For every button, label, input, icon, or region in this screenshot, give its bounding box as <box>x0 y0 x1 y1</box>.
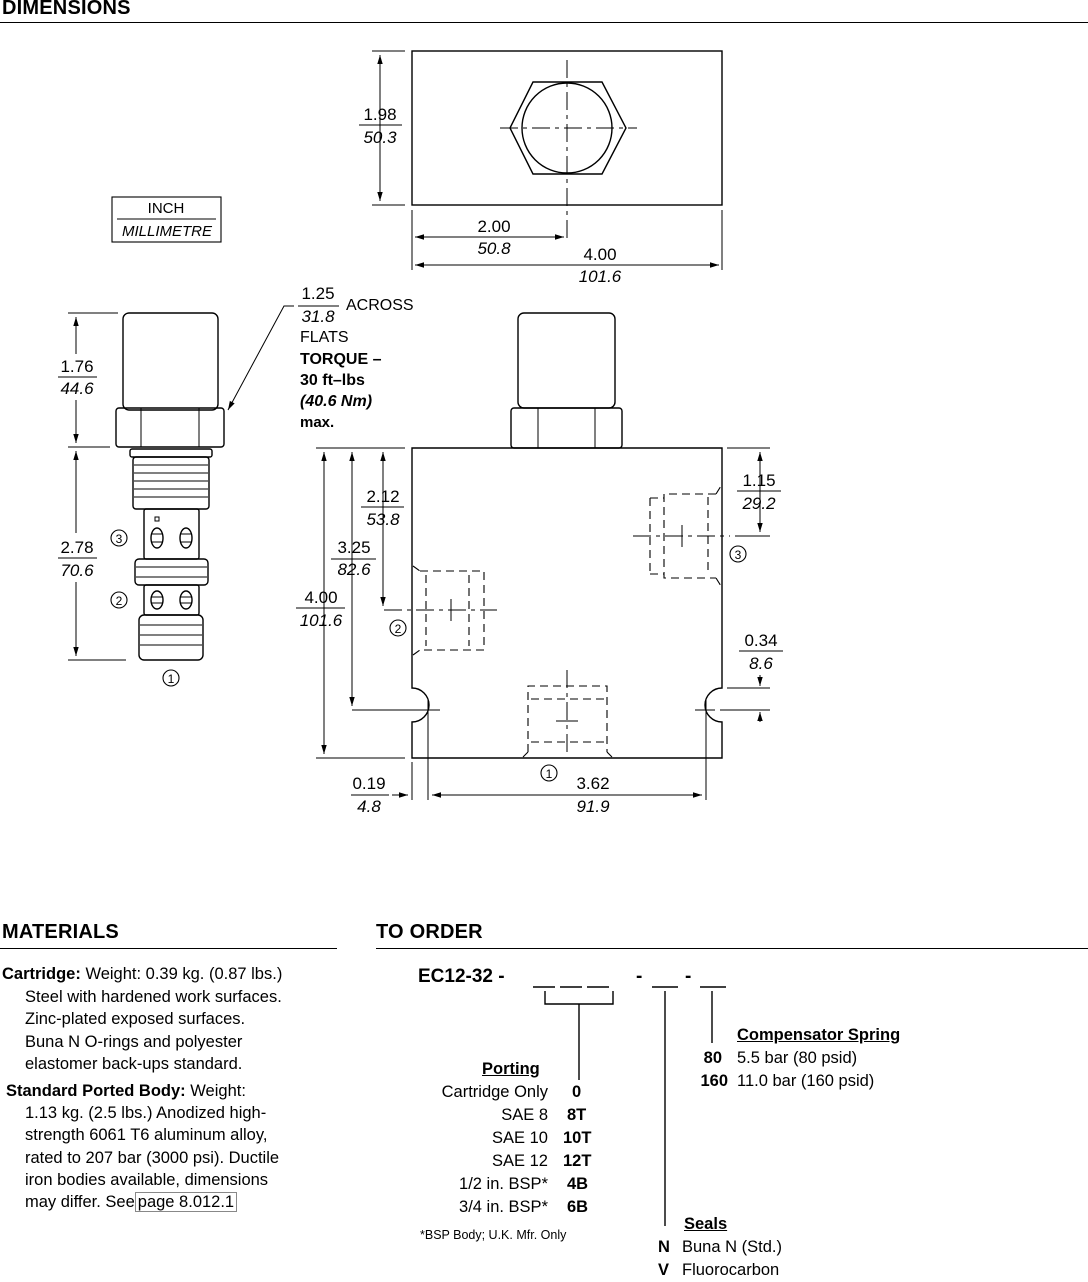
legend-inch: INCH <box>148 200 185 217</box>
seals-label-0: Buna N (Std.) <box>682 1238 782 1256</box>
model-dash-2: - <box>685 966 692 987</box>
dim-1-76-mm: 44.6 <box>60 379 94 398</box>
cartridge-material-line-4: Buna N O-rings and polyester <box>25 1033 243 1051</box>
dim-1-25-in: 1.25 <box>301 284 334 303</box>
porting-label-5: 3/4 in. BSP* <box>459 1198 548 1216</box>
cartridge-hex <box>115 407 225 448</box>
dim-4-00-front-in: 4.00 <box>304 588 337 607</box>
cartridge-material-line-5: elastomer back-ups standard. <box>25 1055 243 1073</box>
dim-1-15-in: 1.15 <box>742 471 775 490</box>
body-port-2: 2 <box>395 622 402 636</box>
body-material-line-4: rated to 207 bar (3000 psi). Ductile <box>25 1149 280 1167</box>
dim-4-00-front-mm: 101.6 <box>300 611 343 630</box>
dim-1-15-mm: 29.2 <box>741 494 776 513</box>
front-view-body <box>411 447 723 759</box>
dimensions-heading: DIMENSIONS <box>2 0 131 19</box>
cartridge-material-line-2: Steel with hardened work surfaces. <box>25 988 282 1006</box>
spring-code-1: 160 <box>700 1072 728 1090</box>
dim-3-62-mm: 91.9 <box>576 797 610 816</box>
porting-code-2: 10T <box>563 1129 592 1147</box>
porting-code-1: 8T <box>567 1106 587 1124</box>
page-link[interactable]: page 8.012.1 <box>134 1192 238 1212</box>
dim-2-00-mm: 50.8 <box>477 239 511 258</box>
torque-line-1: TORQUE – <box>300 351 382 368</box>
flats-label: FLATS <box>300 329 349 346</box>
model-dash-1: - <box>636 966 643 987</box>
to-order-heading: TO ORDER <box>376 921 483 943</box>
dim-2-78-in: 2.78 <box>60 538 93 557</box>
materials-rule <box>0 948 337 949</box>
dim-1-25-mm: 31.8 <box>301 307 335 326</box>
cartridge-cap <box>122 312 219 411</box>
dim-0-34-in: 0.34 <box>744 631 777 650</box>
porting-title: Porting <box>482 1060 540 1078</box>
spring-code-0: 80 <box>703 1049 722 1067</box>
to-order-rule <box>376 948 1088 949</box>
top-view-hex <box>509 81 627 175</box>
cartridge-material-line-1: Cartridge: Weight: 0.39 kg. (0.87 lbs.) <box>2 965 283 983</box>
torque-line-2: 30 ft–lbs <box>300 372 365 389</box>
dim-0-19-mm: 4.8 <box>357 797 381 816</box>
dim-4-00-in: 4.00 <box>583 245 616 264</box>
porting-footnote: *BSP Body; U.K. Mfr. Only <box>420 1228 567 1242</box>
porting-code-0: 0 <box>572 1083 582 1101</box>
body-material-line-3: strength 6061 T6 aluminum alloy, <box>25 1126 268 1144</box>
dim-1-76-in: 1.76 <box>60 357 93 376</box>
dim-1-98-mm: 50.3 <box>363 128 397 147</box>
cartridge-port-3: 3 <box>116 532 123 546</box>
dim-4-00-mm: 101.6 <box>579 267 622 286</box>
body-port-1: 1 <box>546 767 553 781</box>
cartridge-port-2: 2 <box>116 594 123 608</box>
dim-3-25-in: 3.25 <box>337 538 370 557</box>
seals-code-1: V <box>658 1261 670 1279</box>
porting-code-5: 6B <box>567 1198 589 1216</box>
dim-2-12-mm: 53.8 <box>366 510 400 529</box>
cartridge-port-1: 1 <box>168 672 175 686</box>
dim-0-34-mm: 8.6 <box>749 654 773 673</box>
dim-2-12-in: 2.12 <box>366 487 399 506</box>
body-material-line-2: 1.13 kg. (2.5 lbs.) Anodized high- <box>25 1104 267 1122</box>
body-material-line-5: iron bodies available, dimensions <box>25 1171 269 1189</box>
legend-millimetre: MILLIMETRE <box>122 223 213 240</box>
porting-label-4: 1/2 in. BSP* <box>459 1175 548 1193</box>
dim-0-19-in: 0.19 <box>352 774 385 793</box>
dim-2-78-mm: 70.6 <box>60 561 94 580</box>
materials-heading: MATERIALS <box>2 921 119 943</box>
dim-2-00-in: 2.00 <box>477 217 510 236</box>
spring-title: Compensator Spring <box>737 1026 901 1044</box>
seals-label-1: Fluorocarbon <box>682 1261 780 1279</box>
across-label: ACROSS <box>346 297 414 314</box>
model-code: EC12-32 - <box>418 966 505 987</box>
torque-line-4: max. <box>300 414 334 431</box>
dim-1-98-in: 1.98 <box>363 105 396 124</box>
porting-label-0: Cartridge Only <box>441 1083 548 1101</box>
dimension-drawing: 1.98 50.3 2.00 50.8 4.00 101.6 INCH MILL… <box>58 50 783 816</box>
dim-3-62-in: 3.62 <box>576 774 609 793</box>
spring-label-0: 5.5 bar (80 psid) <box>737 1049 858 1067</box>
seals-title: Seals <box>684 1215 728 1233</box>
porting-code-3: 12T <box>563 1152 592 1170</box>
torque-line-3: (40.6 Nm) <box>300 393 372 410</box>
spring-label-1: 11.0 bar (160 psid) <box>737 1072 875 1090</box>
porting-label-3: SAE 12 <box>492 1152 548 1170</box>
cartridge-material-line-3: Zinc-plated exposed surfaces. <box>25 1010 246 1028</box>
body-material-line-1: Standard Ported Body: Weight: <box>6 1082 246 1100</box>
dimensions-rule <box>0 22 1088 23</box>
porting-label-1: SAE 8 <box>501 1106 548 1124</box>
body-port-3: 3 <box>735 548 742 562</box>
porting-code-4: 4B <box>567 1175 589 1193</box>
porting-label-2: SAE 10 <box>492 1129 548 1147</box>
seals-code-0: N <box>658 1238 670 1256</box>
dim-3-25-mm: 82.6 <box>337 560 371 579</box>
